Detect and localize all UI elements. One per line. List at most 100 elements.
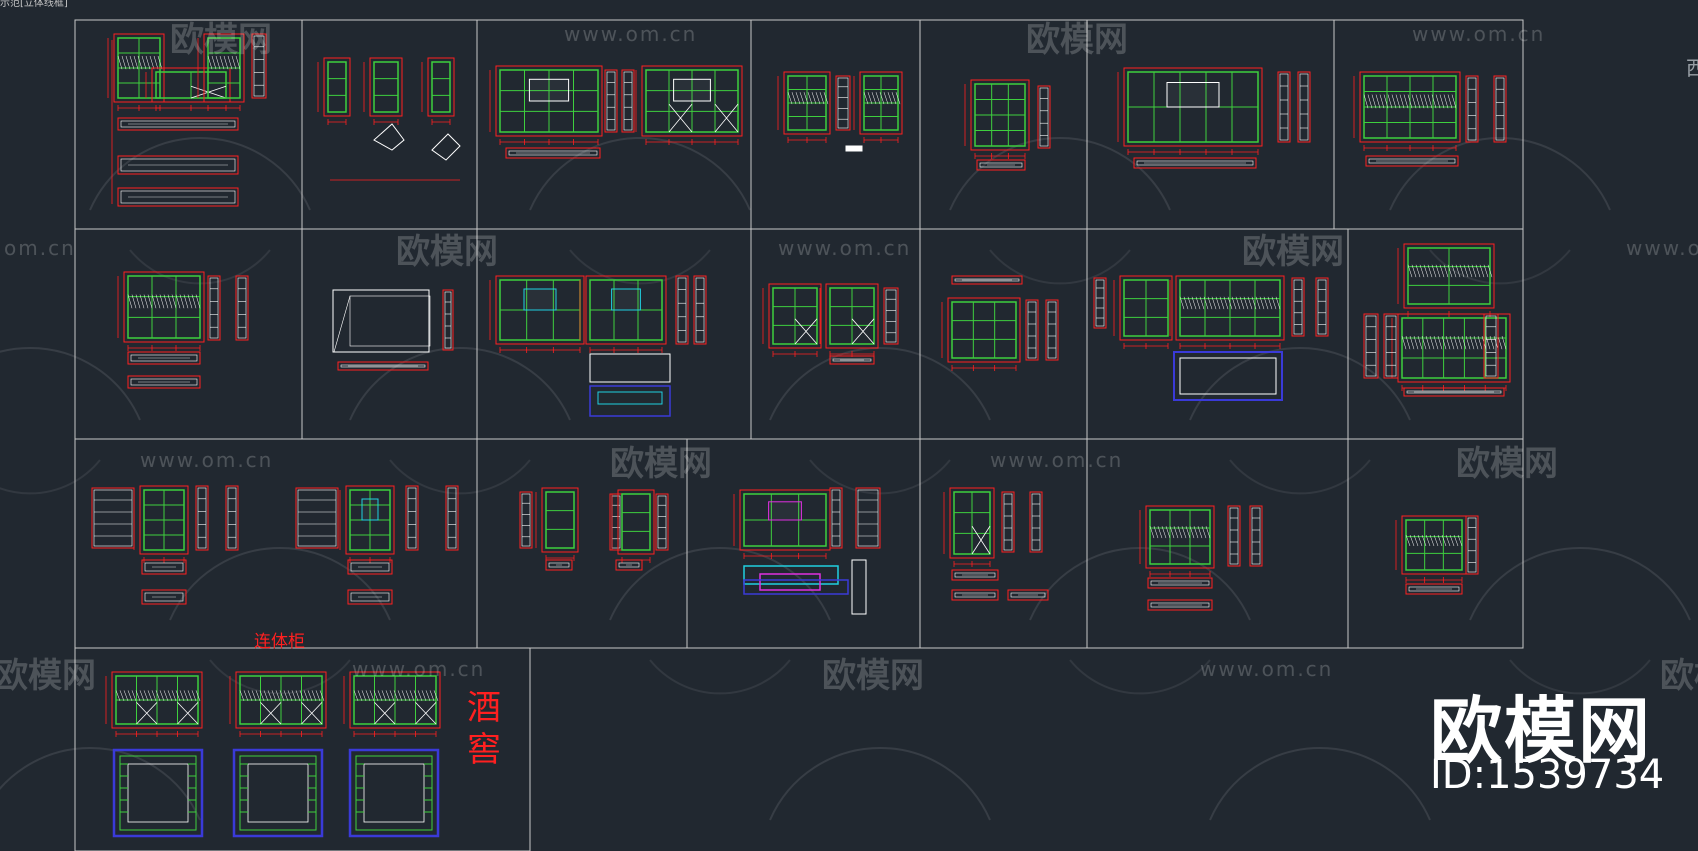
cad-stroke: [421, 690, 427, 702]
cad-stroke: [1293, 279, 1303, 335]
model-id-text: ID:1539734: [1430, 752, 1665, 798]
cad-stroke: [1425, 335, 1431, 350]
cad-stroke: [111, 671, 203, 729]
cad-stroke: [144, 562, 184, 572]
cad-stroke: [743, 579, 849, 595]
cad-stroke: [1235, 296, 1241, 310]
cad-stroke: [879, 92, 885, 105]
cad-stroke: [163, 690, 169, 702]
cad-stroke: [1157, 526, 1163, 539]
cad-stroke: [1475, 264, 1481, 278]
watermark-arc: [1209, 747, 1431, 821]
cad-stroke: [1445, 335, 1451, 350]
cad-stroke: [1391, 94, 1397, 109]
cad-stroke: [1497, 335, 1503, 350]
cad-stroke: [807, 92, 813, 105]
cad-stroke: [829, 487, 843, 549]
drawing-tab-label[interactable]: 示范[立体线框]: [0, 0, 68, 9]
cad-stroke: [167, 294, 173, 309]
cad-stroke: [1003, 493, 1013, 551]
cad-stroke: [1215, 296, 1221, 310]
cad-stroke: [1453, 335, 1459, 350]
cad-stroke: [125, 55, 131, 70]
cad-stroke: [1501, 335, 1507, 350]
cad-stroke: [91, 487, 135, 549]
cad-stroke: [815, 92, 821, 105]
cad-stroke: [1403, 387, 1505, 397]
cad-stroke: [1169, 526, 1175, 539]
cad-stroke: [227, 487, 237, 549]
cad-stroke: [191, 294, 197, 309]
cad-stroke: [137, 55, 143, 70]
cad-stroke: [121, 55, 127, 70]
cad-stroke: [247, 763, 309, 823]
cad-stroke: [657, 495, 667, 549]
watermark-arc: [0, 347, 141, 421]
cad-stroke: [655, 493, 669, 551]
cad-stroke: [179, 294, 185, 309]
cad-stroke: [1439, 94, 1445, 109]
cad-stroke: [171, 690, 177, 702]
watermark-arc: [1429, 249, 1571, 285]
cad-stroke: [183, 690, 189, 702]
label-wine-cellar: 酒窖: [467, 688, 501, 770]
cad-stroke: [1473, 335, 1479, 350]
cad-stroke: [1205, 526, 1211, 539]
cad-stroke: [425, 690, 431, 702]
cad-stroke: [361, 690, 367, 702]
cad-stroke: [209, 277, 219, 339]
cad-stroke: [1231, 296, 1237, 310]
cad-stroke: [1429, 335, 1435, 350]
cad-stroke: [374, 702, 396, 725]
cad-stroke: [369, 690, 375, 702]
cad-stroke: [1435, 94, 1441, 109]
cad-stroke: [519, 491, 533, 549]
cad-stroke: [617, 489, 655, 555]
cad-stroke: [621, 493, 651, 551]
cad-stroke: [1441, 335, 1447, 350]
cad-stroke: [1405, 335, 1411, 350]
cad-stroke: [1439, 264, 1445, 278]
cad-stroke: [1195, 296, 1201, 310]
watermark-arc: [609, 547, 831, 621]
cad-stroke: [951, 569, 999, 581]
cad-stroke: [1095, 279, 1105, 327]
cad-stroke: [130, 378, 198, 386]
cad-stroke: [1467, 517, 1477, 573]
cad-stroke: [611, 495, 621, 549]
cad-stroke: [1447, 264, 1453, 278]
cad-stroke: [951, 275, 1023, 285]
cad-stroke: [363, 763, 425, 823]
cad-stroke: [1299, 73, 1309, 141]
cad-stroke: [1479, 264, 1485, 278]
cad-stroke: [1363, 313, 1379, 379]
cad-stroke: [1375, 94, 1381, 109]
cad-stroke: [835, 75, 851, 131]
cad-stroke: [1457, 335, 1463, 350]
cad-stroke: [1291, 277, 1305, 337]
cad-stroke: [1189, 526, 1195, 539]
cad-stroke: [151, 294, 157, 309]
cad-stroke: [215, 55, 221, 70]
cad-stroke: [139, 294, 145, 309]
label-connected-cabinet: 连体柜: [254, 632, 305, 652]
cad-stroke: [1485, 335, 1491, 350]
cad-stroke: [195, 690, 201, 702]
cad-stroke: [1425, 534, 1431, 547]
cad-stroke: [675, 275, 689, 345]
cad-stroke: [377, 690, 383, 702]
cad-stroke: [799, 92, 805, 105]
cad-stroke: [1465, 335, 1471, 350]
cad-stroke: [495, 65, 603, 137]
cad-stroke: [301, 702, 323, 725]
cad-stroke: [115, 690, 121, 702]
cad-stroke: [211, 55, 217, 70]
cad-stroke: [119, 690, 125, 702]
cad-stroke: [1150, 580, 1210, 586]
cad-stroke: [611, 288, 641, 311]
cad-stroke: [1441, 534, 1447, 547]
cad-stroke: [1185, 526, 1191, 539]
cad-stroke: [1437, 534, 1443, 547]
cad-stroke: [541, 487, 579, 553]
